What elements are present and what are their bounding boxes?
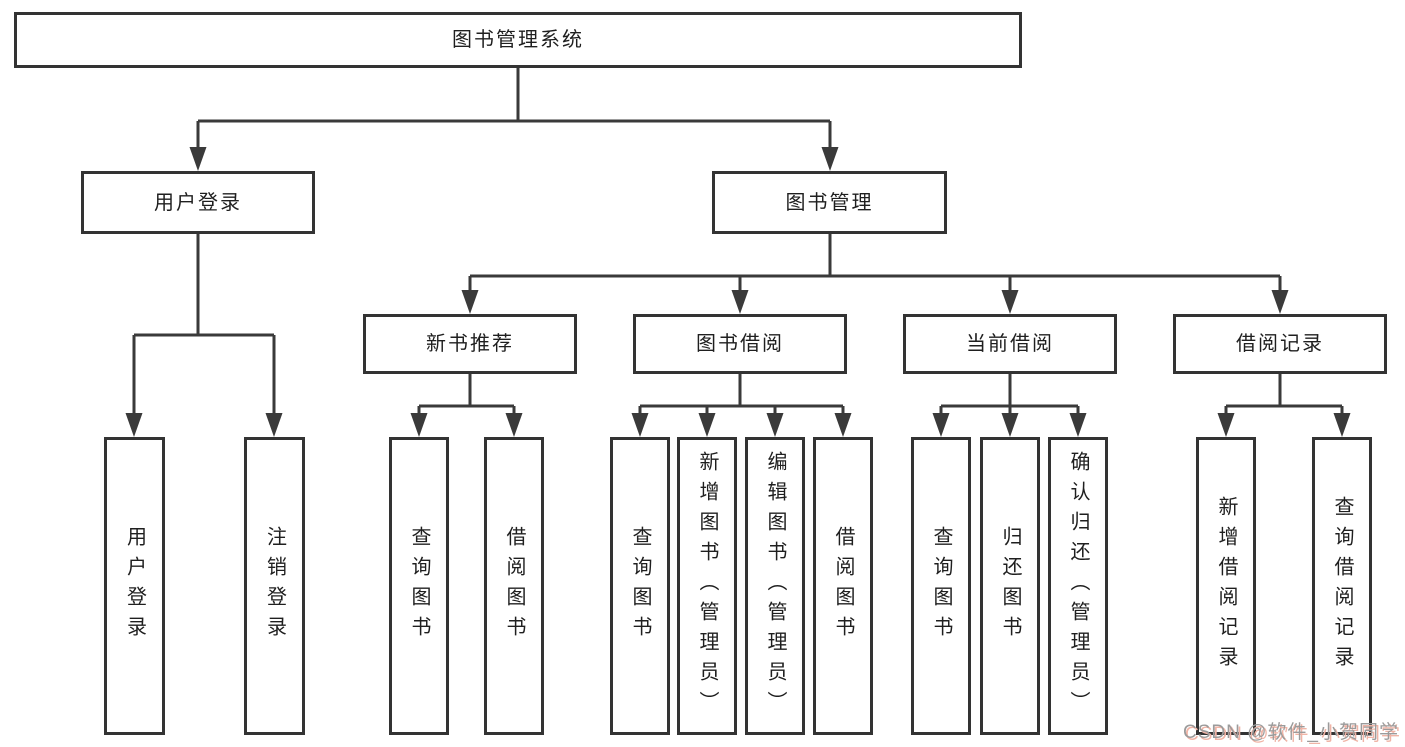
arrow-down-icon — [821, 147, 839, 171]
node-current-borrowing: 当前借阅 — [903, 314, 1117, 374]
arrow-down-icon — [505, 413, 523, 437]
node-label: 新书推荐 — [426, 333, 514, 355]
node-label: 归还图书 — [999, 526, 1021, 646]
leaf-query-books-recommend: 查询图书 — [389, 437, 449, 735]
node-borrowing-records: 借阅记录 — [1173, 314, 1387, 374]
node-label: 查询图书 — [408, 526, 430, 646]
node-label: 用户登录 — [123, 526, 146, 646]
csdn-watermark: CSDN @软件_小贺同学 — [1183, 722, 1399, 743]
arrow-down-icon — [461, 290, 479, 314]
leaf-confirm-return-admin: 确认归还（管理员） — [1048, 437, 1108, 735]
node-new-book-recommendation: 新书推荐 — [363, 314, 577, 374]
arrow-down-icon — [265, 413, 283, 437]
node-label: 图书借阅 — [696, 333, 784, 355]
leaf-add-borrow-record: 新增借阅记录 — [1196, 437, 1256, 735]
node-label: 确认归还（管理员） — [1067, 451, 1089, 721]
node-label: 注销登录 — [263, 526, 286, 646]
arrow-down-icon — [189, 147, 207, 171]
node-label: 当前借阅 — [966, 333, 1054, 355]
node-label: 查询图书 — [930, 526, 952, 646]
node-label: 图书管理 — [785, 191, 874, 214]
node-label: 编辑图书（管理员） — [764, 451, 786, 721]
leaf-query-borrow-record: 查询借阅记录 — [1312, 437, 1372, 735]
leaf-borrow-books-recommend: 借阅图书 — [484, 437, 544, 735]
leaf-edit-book-admin: 编辑图书（管理员） — [745, 437, 805, 735]
node-label: 图书管理系统 — [452, 29, 584, 51]
arrow-down-icon — [1333, 413, 1351, 437]
leaf-logout: 注销登录 — [244, 437, 305, 735]
arrow-down-icon — [1069, 413, 1087, 437]
node-label: 借阅图书 — [503, 526, 525, 646]
arrow-down-icon — [1001, 290, 1019, 314]
leaf-user-login: 用户登录 — [104, 437, 165, 735]
node-label: 借阅图书 — [832, 526, 854, 646]
arrow-down-icon — [1217, 413, 1235, 437]
node-book-borrowing: 图书借阅 — [633, 314, 847, 374]
arrow-down-icon — [834, 413, 852, 437]
node-user-login: 用户登录 — [81, 171, 315, 234]
arrow-down-icon — [698, 413, 716, 437]
arrow-down-icon — [731, 290, 749, 314]
leaf-borrow-books-borrowing: 借阅图书 — [813, 437, 873, 735]
leaf-add-book-admin: 新增图书（管理员） — [677, 437, 737, 735]
arrow-down-icon — [932, 413, 950, 437]
node-book-management: 图书管理 — [712, 171, 947, 234]
node-label: 借阅记录 — [1236, 333, 1324, 355]
arrow-down-icon — [410, 413, 428, 437]
node-label: 查询图书 — [629, 526, 651, 646]
node-label: 新增图书（管理员） — [696, 451, 718, 721]
node-label: 新增借阅记录 — [1215, 496, 1237, 676]
arrow-down-icon — [1271, 290, 1289, 314]
arrow-down-icon — [125, 413, 143, 437]
leaf-query-books-borrowing: 查询图书 — [610, 437, 670, 735]
node-label: 用户登录 — [154, 191, 242, 214]
arrow-down-icon — [766, 413, 784, 437]
arrow-down-icon — [631, 413, 649, 437]
leaf-return-books: 归还图书 — [980, 437, 1040, 735]
arrow-down-icon — [1001, 413, 1019, 437]
node-label: 查询借阅记录 — [1331, 496, 1353, 676]
leaf-query-books-current: 查询图书 — [911, 437, 971, 735]
node-library-system: 图书管理系统 — [14, 12, 1022, 68]
